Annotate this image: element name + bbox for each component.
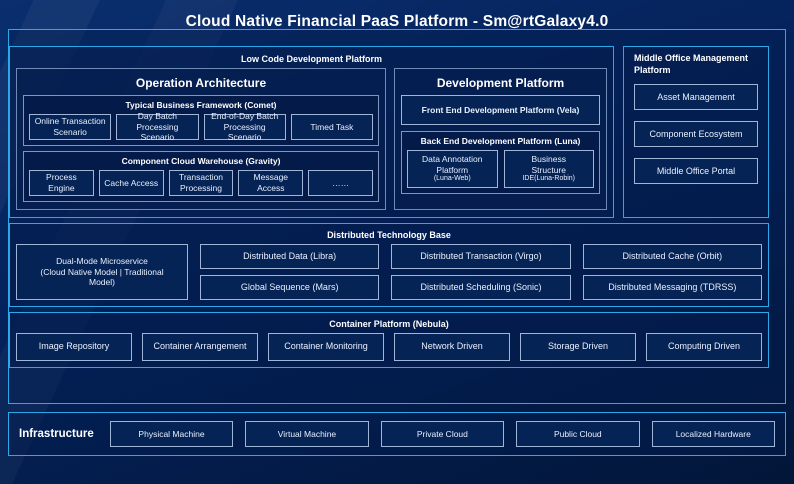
warehouse-item-cache-access[interactable]: Cache Access (98, 170, 164, 196)
business-structure-line1: Business (531, 154, 567, 164)
front-end-development-platform[interactable]: Front End Development Platform (Vela) (401, 95, 600, 125)
infrastructure-item-private-cloud[interactable]: Private Cloud (380, 421, 505, 447)
infrastructure-item-virtual-machine[interactable]: Virtual Machine (245, 421, 369, 447)
framework-item-day-batch[interactable]: Day Batch Processing Scenario (116, 111, 199, 142)
distributed-data-libra[interactable]: Distributed Data (Libra) (200, 244, 380, 269)
low-code-title: Low Code Development Platform (240, 54, 383, 64)
operation-architecture-panel: Operation Architecture Typical Business … (16, 68, 386, 210)
data-annotation-line3: (Luna-Web) (433, 175, 471, 183)
page-title: Cloud Native Financial PaaS Platform - S… (185, 13, 609, 30)
business-structure-line2: Structure (531, 164, 567, 175)
container-platform: Container Platform (Nebula) Image Reposi… (9, 312, 769, 368)
middle-office-title: Middle Office Management Platform (634, 53, 749, 75)
distributed-column-3: Distributed Cache (Orbit) Distributed Me… (582, 244, 762, 300)
warehouse-item-more[interactable]: …… (308, 170, 373, 196)
distributed-technology-base-title: Distributed Technology Base (327, 230, 451, 240)
infrastructure-label: Infrastructure (19, 428, 94, 440)
distributed-transaction-virgo[interactable]: Distributed Transaction (Virgo) (391, 244, 571, 269)
framework-item-online-transaction[interactable]: Online Transaction Scenario (29, 114, 112, 140)
middle-office-item-asset-management[interactable]: Asset Management (634, 84, 758, 111)
framework-item-eod-batch[interactable]: End-of-Day Batch Processing Scenario (203, 111, 286, 142)
container-item-storage-driven[interactable]: Storage Driven (520, 333, 636, 361)
typical-business-framework-group: Typical Business Framework (Comet) Onlin… (23, 95, 379, 146)
distributed-cache-orbit[interactable]: Distributed Cache (Orbit) (582, 244, 762, 269)
component-cloud-warehouse-group: Component Cloud Warehouse (Gravity) Proc… (23, 151, 379, 202)
dual-mode-line2: (Cloud Native Model | Traditional (40, 266, 164, 277)
container-item-network-driven[interactable]: Network Driven (394, 333, 510, 361)
low-code-development-platform: Low Code Development Platform Operation … (9, 46, 614, 218)
container-item-container-monitoring[interactable]: Container Monitoring (268, 333, 384, 361)
distributed-scheduling-sonic[interactable]: Distributed Scheduling (Sonic) (391, 275, 571, 300)
back-end-development-title: Back End Development Platform (Luna) (420, 136, 581, 146)
middle-office-management-platform: Middle Office Management Platform Asset … (623, 46, 769, 218)
global-sequence-mars[interactable]: Global Sequence (Mars) (200, 275, 380, 300)
back-end-item-data-annotation[interactable]: Data Annotation Platform (Luna-Web) (407, 150, 498, 188)
dual-mode-line1: Dual-Mode Microservice (56, 256, 148, 267)
container-platform-title: Container Platform (Nebula) (329, 319, 449, 329)
infrastructure-item-physical-machine[interactable]: Physical Machine (109, 421, 234, 447)
warehouse-item-message-access[interactable]: Message Access (238, 170, 304, 196)
container-item-container-arrangement[interactable]: Container Arrangement (142, 333, 258, 361)
distributed-column-1: Distributed Data (Libra) Global Sequence… (200, 244, 380, 300)
dual-mode-microservice-box[interactable]: Dual-Mode Microservice (Cloud Native Mod… (16, 244, 188, 300)
dual-mode-line3: Model) (89, 277, 115, 288)
container-item-image-repository[interactable]: Image Repository (16, 333, 132, 361)
container-item-computing-driven[interactable]: Computing Driven (646, 333, 762, 361)
business-structure-line3: IDE(Luna-Robin) (522, 175, 576, 183)
infrastructure-item-localized-hardware[interactable]: Localized Hardware (651, 421, 775, 447)
middle-office-item-component-ecosystem[interactable]: Component Ecosystem (634, 121, 758, 148)
distributed-technology-base: Distributed Technology Base Dual-Mode Mi… (9, 223, 769, 307)
infrastructure-section: Infrastructure Physical Machine Virtual … (8, 412, 786, 456)
back-end-development-group: Back End Development Platform (Luna) Dat… (401, 131, 600, 194)
back-end-item-business-structure-ide[interactable]: Business Structure IDE(Luna-Robin) (503, 150, 594, 188)
development-platform-title: Development Platform (436, 76, 565, 90)
data-annotation-line1: Data Annotation (422, 154, 483, 164)
warehouse-item-process-engine[interactable]: Process Engine (29, 170, 94, 196)
data-annotation-line2: Platform (436, 164, 469, 175)
development-platform-panel: Development Platform Front End Developme… (394, 68, 607, 210)
operation-architecture-title: Operation Architecture (135, 76, 267, 90)
component-cloud-warehouse-title: Component Cloud Warehouse (Gravity) (121, 156, 281, 166)
warehouse-item-transaction-processing[interactable]: Transaction Processing (168, 170, 234, 196)
infrastructure-item-public-cloud[interactable]: Public Cloud (516, 421, 640, 447)
top-section: Low Code Development Platform Operation … (9, 46, 769, 218)
typical-business-framework-title: Typical Business Framework (Comet) (125, 100, 277, 110)
distributed-column-2: Distributed Transaction (Virgo) Distribu… (391, 244, 571, 300)
middle-office-item-portal[interactable]: Middle Office Portal (634, 158, 758, 185)
framework-item-timed-task[interactable]: Timed Task (290, 114, 373, 140)
distributed-messaging-tdrss[interactable]: Distributed Messaging (TDRSS) (582, 275, 762, 300)
